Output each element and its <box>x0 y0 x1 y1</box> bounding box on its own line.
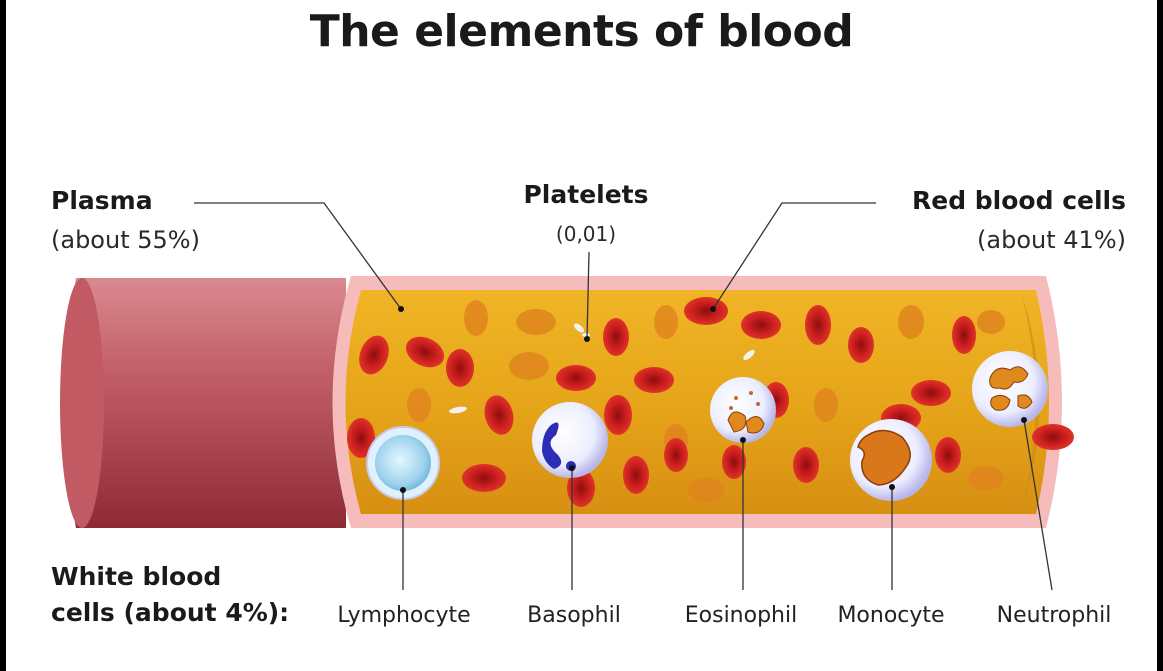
plasma-share: (about 55%) <box>51 226 200 254</box>
red-blood-cells-label: Red blood cells <box>826 186 1126 215</box>
monocyte-label: Monocyte <box>816 603 966 628</box>
white-blood-cells-share: cells (about 4%): <box>51 598 289 627</box>
plasma-label: Plasma <box>51 186 153 215</box>
white-blood-cells-label: White blood <box>51 562 221 591</box>
vessel-wall <box>60 278 346 528</box>
platelets-label: Platelets <box>506 180 666 209</box>
eosinophil-cell <box>710 377 776 443</box>
diagram-canvas: The elements of blood <box>6 0 1157 671</box>
eosinophil-label: Eosinophil <box>666 603 816 628</box>
red-blood-cells-share: (about 41%) <box>826 226 1126 254</box>
basophil-label: Basophil <box>504 603 644 628</box>
platelets-share: (0,01) <box>506 222 666 246</box>
neutrophil-label: Neutrophil <box>974 603 1134 628</box>
neutrophil-cell <box>972 351 1048 427</box>
lymphocyte-label: Lymphocyte <box>324 603 484 628</box>
